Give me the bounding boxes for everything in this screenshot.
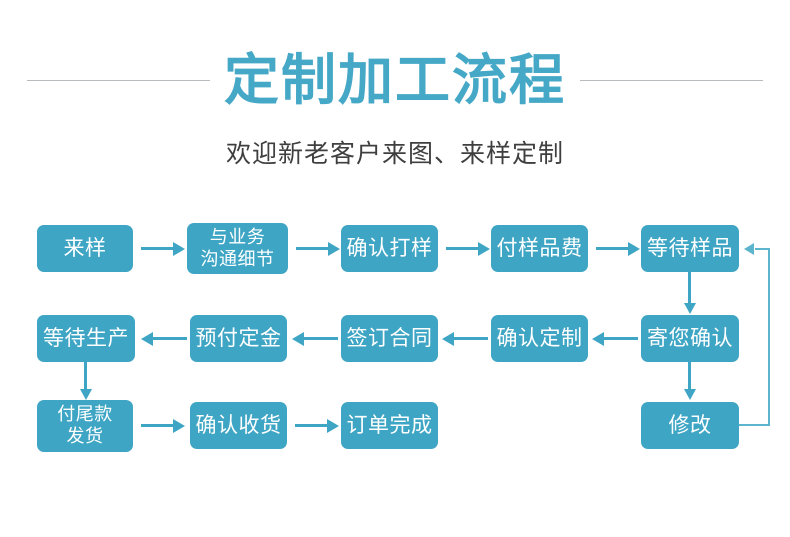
flow-node-queren-shouhuo[interactable]: 确认收货 [190,402,287,449]
title-rule-right [580,79,763,81]
flow-node-ji-nin-queren[interactable]: 寄您确认 [641,315,739,362]
arrow-right-icon-5 [173,419,185,433]
arrow-left-icon-1 [592,332,604,346]
connector-line-3 [446,247,480,250]
flow-node-dengdai-shengchan[interactable]: 等待生产 [37,315,135,362]
loop-connector-top [755,248,770,250]
flow-node-label-line2: 沟通细节 [200,248,275,269]
loop-connector-right [768,248,770,426]
flow-node-label: 付样品费 [496,236,583,260]
connector-line-1 [141,247,175,250]
arrow-left-icon-3 [292,332,304,346]
arrow-right-icon-4 [628,242,640,256]
connector-line-4 [596,247,630,250]
arrow-right-icon-3 [478,242,490,256]
page-title: 定制加工流程 [223,47,566,112]
arrow-down-icon-2 [80,389,92,400]
flow-node-fu-weikuan-fahuo[interactable]: 付尾款 发货 [37,400,133,452]
flow-node-label: 预付定金 [195,326,282,350]
arrow-down-icon-3 [684,389,696,400]
flow-node-label: 等待样品 [647,236,733,260]
flow-node-label-line1: 付尾款 [57,404,113,425]
flow-node-label: 寄您确认 [647,326,733,350]
connector-line-9 [151,337,187,340]
arrow-right-icon-2 [328,242,340,256]
flow-node-yewu-goutong[interactable]: 与业务 沟通细节 [187,223,288,274]
flow-node-label-line1: 与业务 [209,226,266,247]
flow-node-label: 来样 [63,236,107,260]
flow-node-label: 确认收货 [195,413,282,437]
flow-node-xiugai[interactable]: 修改 [641,402,739,449]
flow-node-label: 修改 [668,413,712,437]
arrow-left-icon-2 [442,332,454,346]
arrow-left-icon-loop [744,243,754,255]
flow-node-qianding-hetong[interactable]: 签订合同 [341,315,438,362]
page-header: 定制加工流程 欢迎新老客户来图、来样定制 [0,0,790,200]
flow-node-label: 订单完成 [346,413,433,437]
flow-node-queren-dayang[interactable]: 确认打样 [341,225,438,272]
connector-line-12 [141,424,175,427]
arrow-right-icon-6 [327,419,339,433]
flow-node-yufu-dingjin[interactable]: 预付定金 [190,315,287,362]
flow-node-dengdai-yangpin[interactable]: 等待样品 [641,225,739,272]
connector-line-5 [688,272,691,306]
arrow-left-icon-4 [141,332,153,346]
title-rule-left [26,79,210,81]
page-subtitle: 欢迎新老客户来图、来样定制 [225,140,564,168]
flow-node-label-line2: 发货 [66,426,104,446]
flow-node-label: 确认定制 [496,326,583,350]
connector-line-10 [84,362,87,392]
connector-line-11 [688,362,691,392]
title-row: 定制加工流程 [0,44,790,116]
connector-line-6 [602,337,638,340]
connector-line-8 [302,337,338,340]
flow-node-queren-dingzhi[interactable]: 确认定制 [491,315,588,362]
flow-node-laiyang[interactable]: 来样 [37,225,133,272]
flow-node-label: 签订合同 [346,326,433,350]
connector-line-13 [295,424,329,427]
flow-node-dingdan-wancheng[interactable]: 订单完成 [341,402,438,449]
connector-line-2 [296,247,330,250]
flow-node-label: 确认打样 [346,236,433,260]
connector-line-7 [452,337,488,340]
flow-node-fu-yangpinfei[interactable]: 付样品费 [491,225,588,272]
loop-connector-bottom [739,424,770,426]
arrow-down-icon-1 [684,303,696,314]
arrow-right-icon-1 [173,242,185,256]
flow-node-label: 等待生产 [43,326,129,350]
